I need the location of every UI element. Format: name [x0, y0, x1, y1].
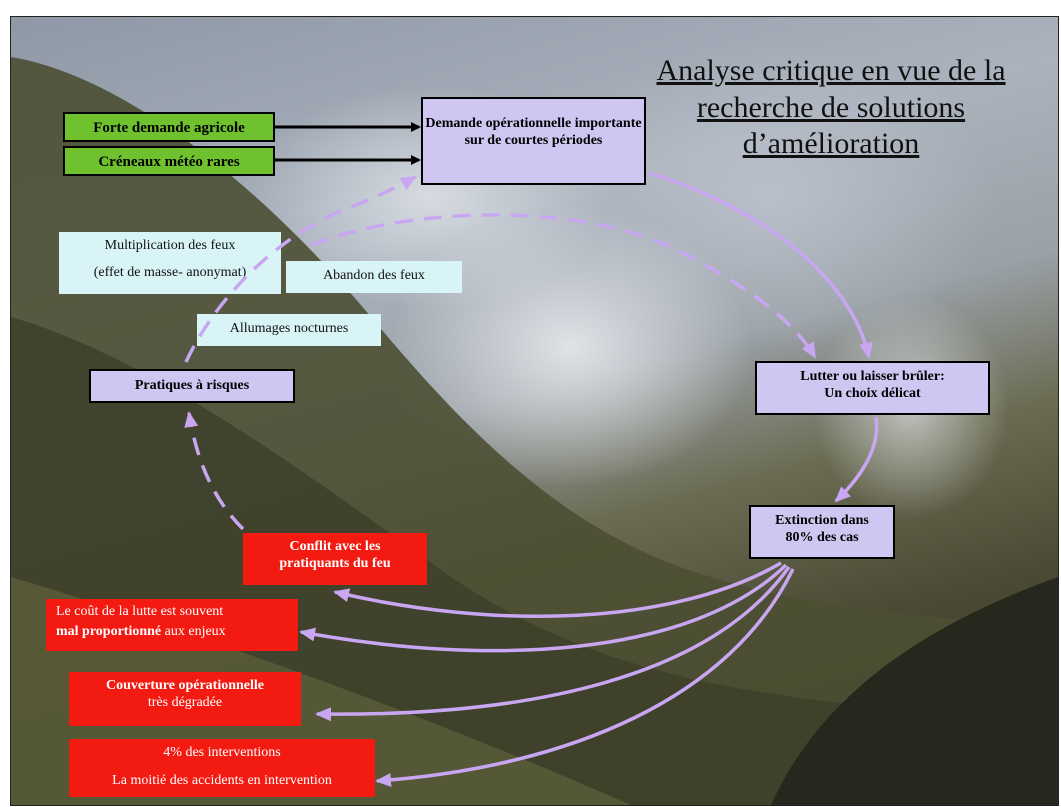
arrow-conflict-to-risk: [184, 411, 245, 531]
consequence-conflict: Conflit avec les pratiquants du feu: [243, 533, 427, 585]
arrow-extinction-to-cost: [299, 563, 788, 653]
risk-item-fire-multiplication: Multiplication des feux (effet de masse-…: [59, 232, 281, 294]
arrow-layer: [184, 122, 879, 787]
extinction-line1: Extinction dans: [775, 513, 869, 528]
choice-line2: Un choix délicat: [824, 385, 921, 401]
arrow-choice-to-extinction: [834, 416, 879, 503]
risk-item-line2: (effet de masse- anonymat): [93, 264, 247, 280]
risk-item-night-ignitions: Allumages nocturnes: [197, 314, 381, 346]
cause-rare-weather-windows: Créneaux météo rares: [63, 146, 275, 176]
consequence-line1: Le coût de la lutte est souvent: [56, 604, 224, 619]
arrow-extinction-to-conflict: [333, 561, 782, 619]
arrow-extinction-to-coverage: [315, 565, 791, 722]
consequence-accidents: 4% des interventions La moitié des accid…: [69, 739, 375, 797]
consequence-line2: très dégradée: [147, 694, 223, 710]
extinction-box: Extinction dans 80% des cas: [749, 505, 895, 559]
fight-or-let-burn-box: Lutter ou laisser brûler: Un choix délic…: [755, 361, 990, 415]
arrow-demand-to-choice: [648, 171, 873, 359]
consequence-line2-bold: mal proportionné: [56, 623, 162, 639]
risk-item-fire-abandonment: Abandon des feux: [286, 261, 462, 293]
consequence-line2: pratiquants du feu: [279, 555, 391, 571]
consequence-cost: Le coût de la lutte est souvent mal prop…: [46, 599, 298, 651]
consequence-coverage: Couverture opérationnelle très dégradée: [69, 672, 301, 726]
consequence-line1: Conflit avec les: [289, 539, 381, 554]
arrow-extinction-to-accidents: [375, 568, 795, 787]
arrow-risk-to-demand: [184, 175, 417, 363]
arrow-abandon-to-choice: [310, 213, 817, 359]
risk-item-line1: Multiplication des feux: [104, 238, 236, 253]
risky-practices-box: Pratiques à risques: [89, 369, 295, 403]
consequence-line1: Couverture opérationnelle: [106, 678, 264, 693]
choice-line1: Lutter ou laisser brûler:: [800, 369, 945, 384]
consequence-line1: 4% des interventions: [163, 745, 281, 760]
slide-title: Analyse critique en vue de la recherche …: [656, 54, 1006, 161]
extinction-line2: 80% des cas: [785, 529, 859, 545]
consequence-line2: La moitié des accidents en intervention: [112, 772, 332, 788]
cause-agricultural-demand: Forte demande agricole: [63, 112, 275, 142]
consequence-line2-rest: aux enjeux: [161, 623, 226, 639]
operational-demand-box: Demande opérationnelle importante sur de…: [421, 97, 646, 185]
slide-background: Analyse critique en vue de la recherche …: [10, 16, 1059, 806]
